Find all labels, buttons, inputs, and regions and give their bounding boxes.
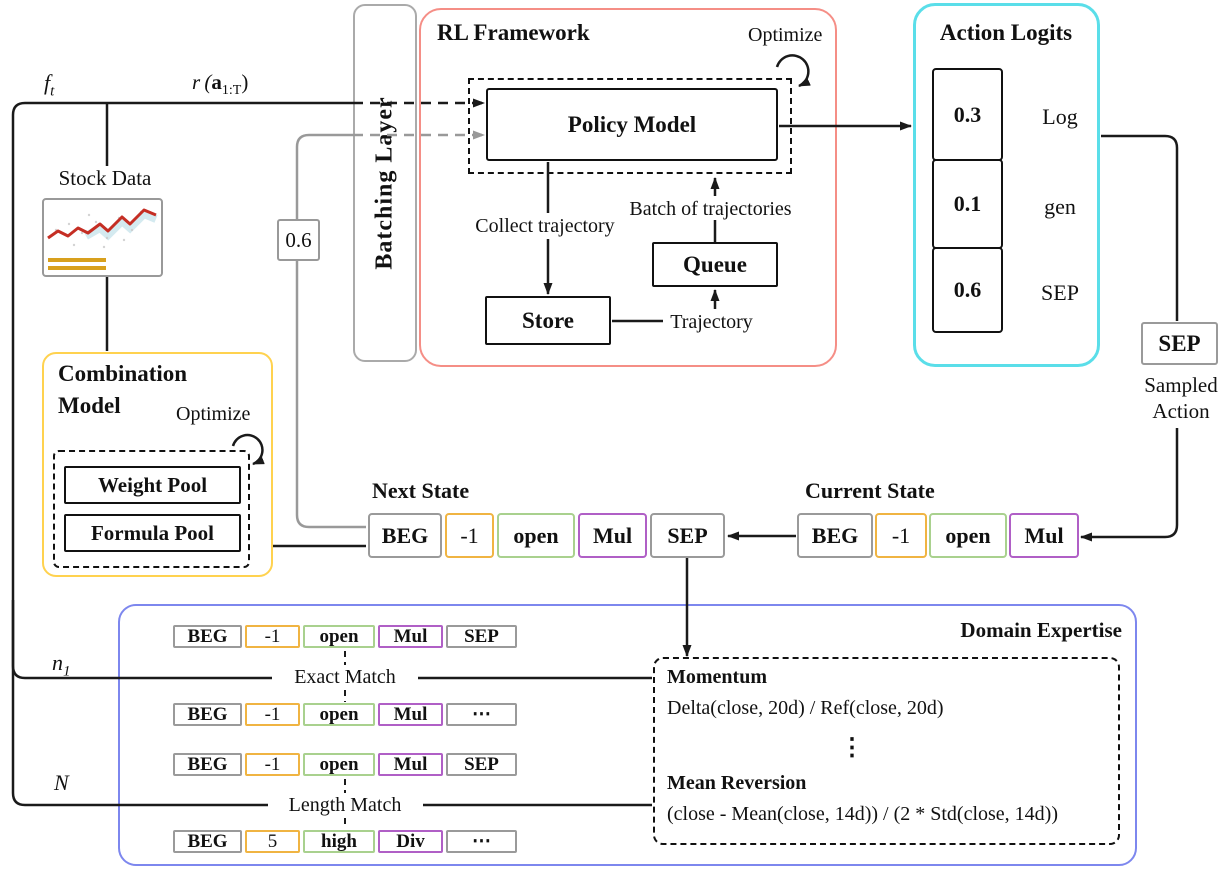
- token--1: -1: [245, 753, 300, 776]
- pool-dashed-box: [53, 450, 250, 568]
- black-lines: [11, 54, 1179, 807]
- sampled-action-token-label: SEP: [1158, 330, 1201, 356]
- token-BEG: BEG: [173, 703, 242, 726]
- sampled-action-caption: Sampled Action: [1136, 372, 1226, 424]
- store-box: Store: [485, 296, 611, 345]
- action-logits-title: Action Logits: [939, 20, 1073, 45]
- token-open: open: [303, 753, 375, 776]
- token-⋯: ⋯: [446, 703, 517, 726]
- token-open: open: [303, 703, 375, 726]
- reward-label: r (a1:T): [192, 70, 249, 99]
- token-Mul: Mul: [378, 753, 443, 776]
- weight-pool-box: Weight Pool: [64, 466, 241, 504]
- logit-label-2: SEP: [1041, 280, 1079, 305]
- domain-expertise-title: Domain Expertise: [960, 618, 1122, 642]
- weight-value: 0.6: [285, 227, 312, 252]
- logit-value-1: 0.1: [953, 191, 982, 216]
- logit-label-1: gen: [1044, 194, 1076, 219]
- policy-model-box: Policy Model: [486, 88, 778, 161]
- logit-label-0: Log: [1042, 104, 1078, 129]
- token-SEP: SEP: [650, 513, 725, 558]
- gray-lines: [295, 130, 485, 529]
- logit-cell-0: 0.3: [932, 68, 1003, 161]
- weight-pool-label: Weight Pool: [97, 472, 208, 497]
- token-BEG: BEG: [797, 513, 873, 558]
- formula-pool-box: Formula Pool: [64, 514, 241, 552]
- mean-reversion-formula: (close - Mean(close, 14d)) / (2 * Std(cl…: [667, 803, 1058, 825]
- queue-box: Queue: [652, 242, 778, 287]
- token-⋯: ⋯: [446, 830, 517, 853]
- token-BEG: BEG: [173, 625, 242, 648]
- ft-label: ft: [44, 70, 55, 100]
- token-Mul: Mul: [378, 703, 443, 726]
- momentum-title: Momentum: [667, 666, 767, 688]
- queue-label: Queue: [683, 251, 747, 277]
- combination-title-line2: Model: [58, 393, 121, 418]
- token-high: high: [303, 830, 375, 853]
- token-Mul: Mul: [378, 625, 443, 648]
- mean-reversion-title: Mean Reversion: [667, 772, 807, 794]
- logit-cell-2: 0.6: [932, 247, 1003, 333]
- formula-dots: ⋮: [840, 735, 864, 761]
- stock-chart-graphic: [47, 208, 158, 270]
- combination-title-line1: Combination: [58, 361, 188, 386]
- n1-label: n1: [52, 650, 71, 680]
- current-state-title: Current State: [805, 478, 935, 503]
- token-BEG: BEG: [173, 753, 242, 776]
- sampled-action-token: SEP: [1141, 322, 1218, 365]
- collect-trajectory-label: Collect trajectory: [475, 215, 615, 237]
- token-Div: Div: [378, 830, 443, 853]
- momentum-formula: Delta(close, 20d) / Ref(close, 20d): [667, 697, 944, 719]
- batching-layer-box: Batching Layer: [353, 4, 417, 362]
- n-total-label: N: [54, 770, 69, 795]
- token-open: open: [497, 513, 575, 558]
- token-BEG: BEG: [173, 830, 242, 853]
- weight-value-box: 0.6: [277, 219, 320, 261]
- batch-of-trajectories-label: Batch of trajectories: [629, 198, 792, 220]
- token-Mul: Mul: [1009, 513, 1079, 558]
- policy-model-label: Policy Model: [567, 111, 697, 137]
- token-5: 5: [245, 830, 300, 853]
- combination-optimize-label: Optimize: [176, 403, 251, 425]
- logit-value-2: 0.6: [953, 277, 982, 302]
- token-SEP: SEP: [446, 625, 517, 648]
- trajectory-label: Trajectory: [670, 311, 753, 333]
- token--1: -1: [875, 513, 927, 558]
- token-open: open: [929, 513, 1007, 558]
- token-BEG: BEG: [368, 513, 442, 558]
- token--1: -1: [445, 513, 494, 558]
- formula-pool-label: Formula Pool: [90, 520, 215, 545]
- stock-data-image: [42, 198, 163, 277]
- sampled-caption-line2: Action: [1152, 399, 1210, 423]
- sampled-caption-line1: Sampled: [1144, 373, 1218, 397]
- token-open: open: [303, 625, 375, 648]
- token--1: -1: [245, 625, 300, 648]
- stock-data-label: Stock Data: [58, 166, 152, 190]
- logit-value-0: 0.3: [953, 101, 982, 127]
- exact-match-label: Exact Match: [294, 666, 396, 688]
- next-state-title: Next State: [372, 478, 470, 503]
- rl-optimize-label: Optimize: [748, 24, 823, 46]
- store-label: Store: [522, 307, 574, 333]
- token-Mul: Mul: [578, 513, 647, 558]
- rl-framework-title: RL Framework: [437, 20, 590, 45]
- formula-dashed-box: [653, 657, 1120, 845]
- token-SEP: SEP: [446, 753, 517, 776]
- length-match-label: Length Match: [288, 794, 402, 816]
- token--1: -1: [245, 703, 300, 726]
